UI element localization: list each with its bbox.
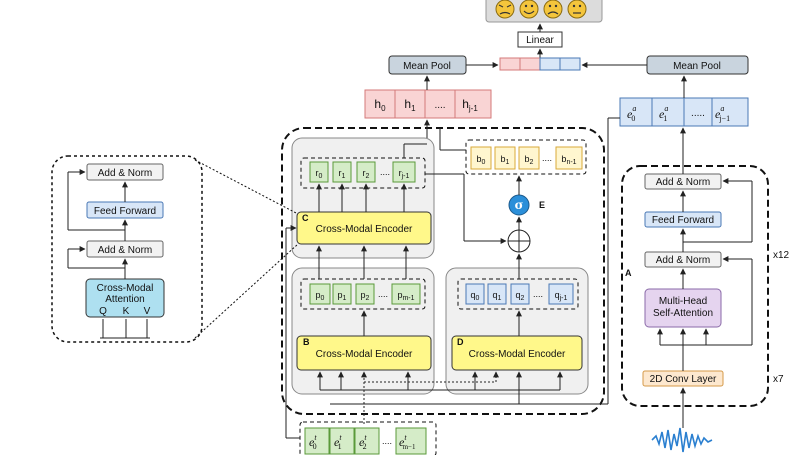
audio-waveform-icon: [651, 427, 713, 453]
svg-text:Add & Norm: Add & Norm: [98, 168, 152, 179]
svg-text:r0: r0: [316, 168, 323, 180]
right-add-norm-top: Add & Norm: [644, 173, 722, 190]
svg-text:Add & Norm: Add & Norm: [656, 255, 710, 266]
svg-text:q0: q0: [471, 290, 480, 302]
svg-text:Cross-Modal: Cross-Modal: [97, 283, 154, 294]
svg-text:....: ....: [533, 289, 543, 299]
svg-text:Linear: Linear: [526, 35, 554, 46]
sum-node: [507, 229, 531, 253]
svg-text:....: ....: [434, 100, 445, 111]
svg-text:pm-1: pm-1: [397, 290, 414, 302]
cross-modal-encoder-b: Cross-Modal Encoder B: [296, 335, 432, 371]
right-detail-panel: [621, 165, 769, 407]
left-add-norm-bottom: Add & Norm: [86, 240, 164, 258]
concat-vector: [499, 57, 581, 71]
svg-text:ea1: ea1: [659, 104, 668, 123]
svg-text:K: K: [123, 306, 130, 317]
svg-text:et0: et0: [309, 433, 317, 451]
svg-text:hj-1: hj-1: [462, 97, 478, 113]
b-sequence: b0 b1 b2 .... bn-1: [470, 146, 583, 170]
q-sequence: q0 q1 q2 .... qj-1: [465, 283, 574, 305]
sad-face-icon: [543, 0, 563, 19]
svg-text:C: C: [302, 213, 309, 223]
happy-face-icon: [519, 0, 539, 19]
left-cross-modal-attention: Cross-Modal Attention Q K V: [85, 278, 165, 318]
svg-text:....: ....: [378, 289, 388, 299]
right-conv-layer: 2D Conv Layer: [642, 370, 724, 387]
svg-text:2D Conv Layer: 2D Conv Layer: [650, 374, 717, 385]
svg-text:Mean Pool: Mean Pool: [403, 61, 451, 72]
svg-text:.....: .....: [691, 108, 705, 119]
svg-text:qj-1: qj-1: [555, 290, 568, 302]
svg-text:Self-Attention: Self-Attention: [653, 308, 713, 319]
svg-text:Add & Norm: Add & Norm: [656, 177, 710, 188]
left-feed-forward: Feed Forward: [86, 201, 164, 219]
p-sequence: p0 p1 p2 .... pm-1: [309, 283, 421, 305]
svg-text:b0: b0: [477, 154, 486, 166]
emoji-panel: [485, 0, 603, 23]
svg-text:b1: b1: [501, 154, 510, 166]
h-sequence: h0 h1 .... hj-1: [364, 89, 492, 119]
svg-text:eaj−1: eaj−1: [715, 104, 730, 123]
svg-text:p1: p1: [338, 290, 347, 302]
svg-text:q1: q1: [493, 290, 502, 302]
svg-text:Attention: Attention: [105, 294, 144, 305]
cross-modal-encoder-d: Cross-Modal Encoder D: [451, 335, 583, 371]
svg-text:E: E: [539, 200, 545, 210]
svg-text:et1: et1: [334, 433, 342, 451]
svg-text:et2: et2: [359, 433, 367, 451]
svg-text:Cross-Modal Encoder: Cross-Modal Encoder: [316, 224, 413, 235]
svg-text:D: D: [457, 337, 464, 347]
right-multi-head-self-attention: Multi-Head Self-Attention: [644, 288, 722, 328]
cross-modal-encoder-c: Cross-Modal Encoder C: [296, 211, 432, 245]
angry-face-icon: [495, 0, 515, 19]
svg-text:ea0: ea0: [627, 104, 636, 123]
svg-text:A: A: [625, 268, 632, 278]
svg-text:Feed Forward: Feed Forward: [94, 206, 156, 217]
svg-text:Add & Norm: Add & Norm: [98, 245, 152, 256]
right-feed-forward: Feed Forward: [644, 211, 722, 228]
svg-text:Q: Q: [99, 306, 107, 317]
svg-text:rj-1: rj-1: [399, 168, 410, 180]
linear-layer: Linear: [517, 31, 563, 48]
sigma-gate: σ E: [508, 194, 545, 216]
svg-text:q2: q2: [516, 290, 525, 302]
neutral-face-icon: [567, 0, 587, 19]
svg-text:h1: h1: [404, 97, 416, 113]
svg-text:V: V: [144, 306, 151, 317]
r-sequence: r0 r1 r2 .... rj-1: [309, 161, 416, 183]
left-add-norm-top: Add & Norm: [86, 163, 164, 181]
svg-text:bn-1: bn-1: [561, 154, 576, 166]
svg-text:p2: p2: [361, 290, 370, 302]
main-model-container: [281, 127, 605, 415]
svg-text:....: ....: [380, 167, 390, 177]
svg-text:....: ....: [382, 436, 392, 446]
svg-text:Cross-Modal Encoder: Cross-Modal Encoder: [316, 349, 413, 360]
svg-text:....: ....: [542, 153, 552, 163]
svg-text:Mean Pool: Mean Pool: [673, 61, 721, 72]
svg-text:x7: x7: [773, 374, 784, 385]
left-detail-panel: [51, 155, 203, 343]
svg-text:σ: σ: [515, 198, 524, 212]
mean-pool-left: Mean Pool: [388, 55, 467, 75]
svg-text:B: B: [303, 337, 310, 347]
mean-pool-right: Mean Pool: [646, 55, 749, 75]
svg-text:r1: r1: [339, 168, 346, 180]
svg-text:Cross-Modal Encoder: Cross-Modal Encoder: [469, 349, 566, 360]
svg-text:p0: p0: [316, 290, 325, 302]
svg-text:Multi-Head: Multi-Head: [659, 296, 707, 307]
right-add-norm-bottom: Add & Norm: [644, 251, 722, 268]
svg-text:b2: b2: [525, 154, 534, 166]
svg-text:h0: h0: [374, 97, 386, 113]
svg-text:r2: r2: [363, 168, 370, 180]
svg-text:x12: x12: [773, 250, 790, 261]
svg-text:Feed Forward: Feed Forward: [652, 215, 714, 226]
